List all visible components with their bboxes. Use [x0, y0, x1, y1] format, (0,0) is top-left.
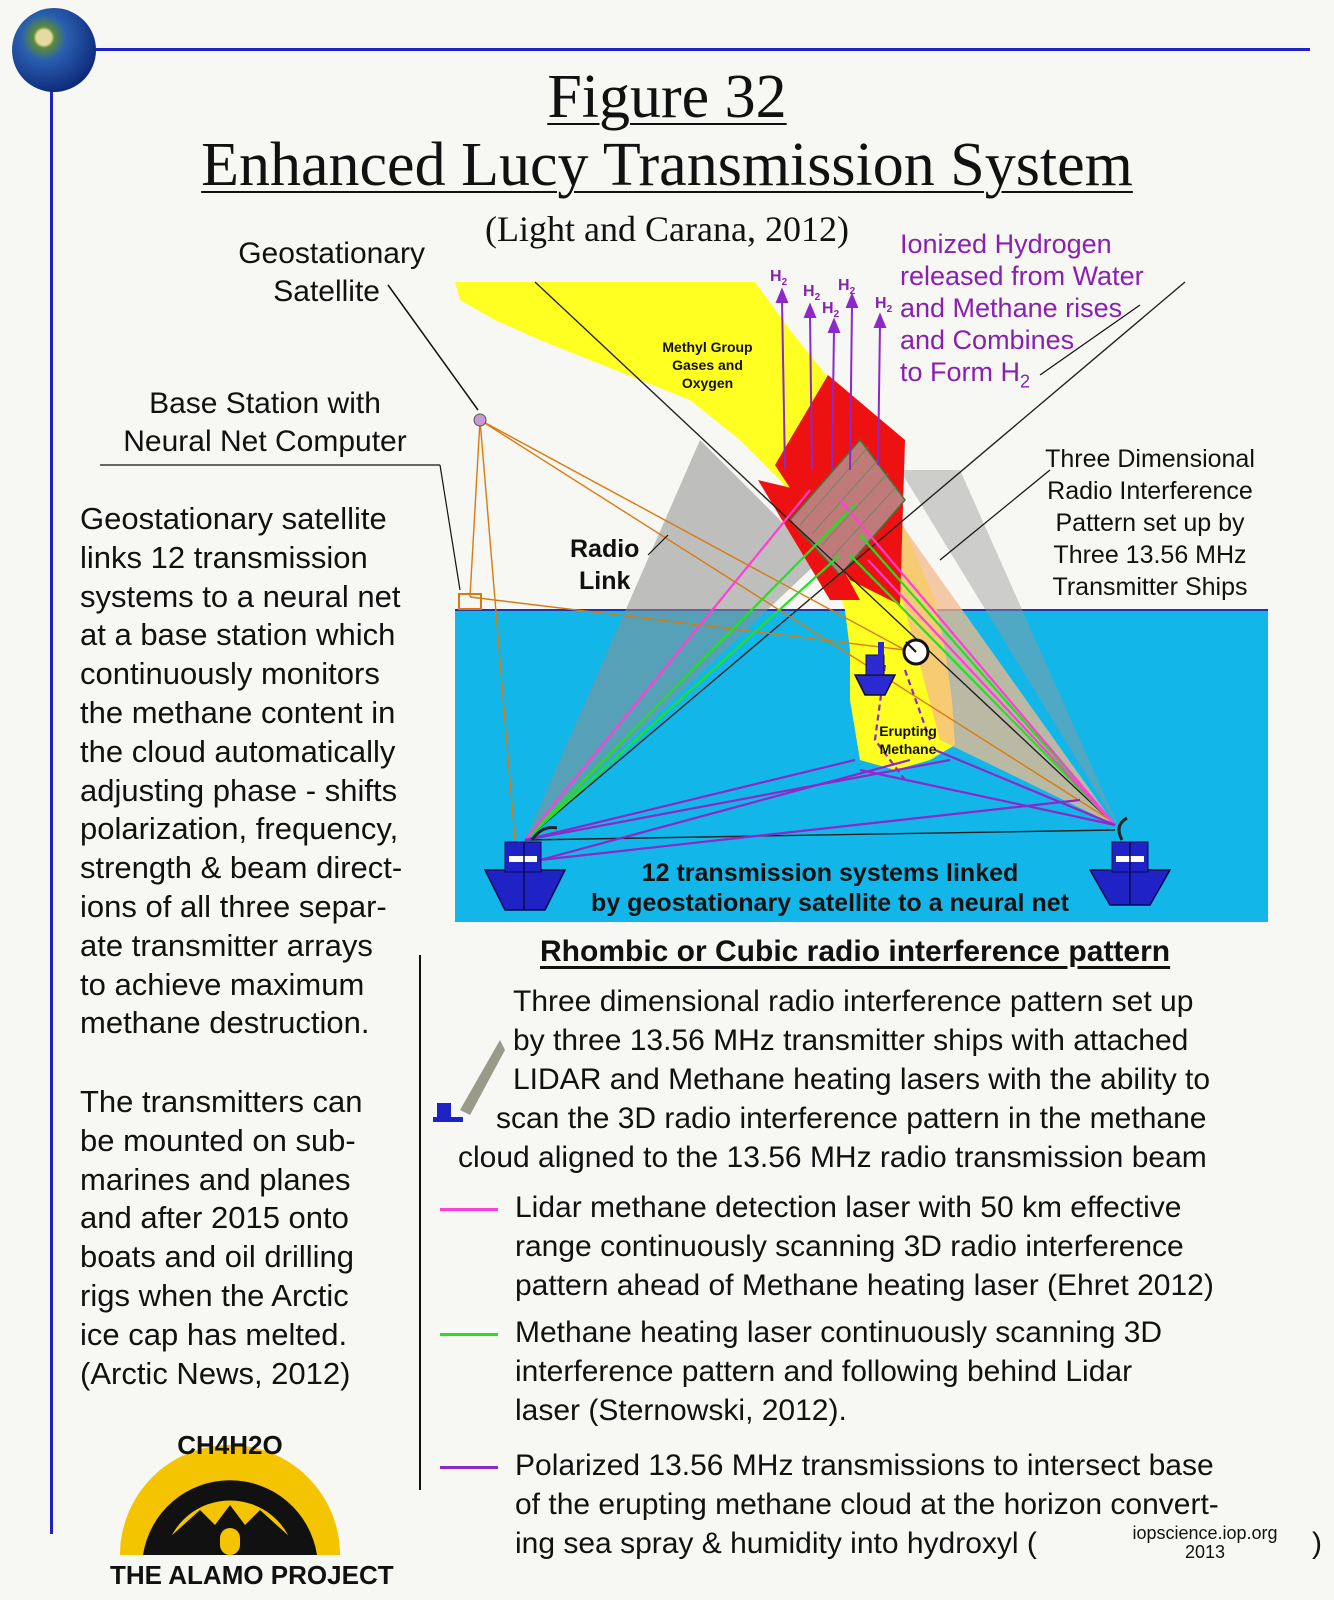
grey-beam-left [525, 440, 820, 840]
h2-label-1: H2 [770, 268, 788, 289]
alamo-project-logo: CH4H2O THE ALAMO PROJECT [110, 1410, 394, 1590]
satellite-icon [473, 413, 487, 427]
frame-top-line [80, 48, 1310, 51]
lidar-legend-text: Lidar methane detection laser with 50 km… [515, 1191, 1214, 1302]
h2-label-3: H2 [822, 300, 840, 321]
left-transmitter-ship-icon [483, 826, 567, 911]
figure-number: Figure 32 [547, 63, 787, 131]
frame-left-line [50, 84, 53, 1534]
logo-name: THE ALAMO PROJECT [110, 1560, 394, 1590]
lidar-legend-swatch [440, 1208, 498, 1211]
h2-label-2: H2 [803, 283, 821, 304]
transmission-legend-text: Polarized 13.56 MHz transmissions to int… [515, 1449, 1219, 1560]
h2-label-4: H2 [838, 277, 856, 298]
heating-laser-legend-swatch [440, 1333, 498, 1336]
h2-label-5: H2 [875, 295, 893, 316]
earth-globe-icon [12, 8, 96, 92]
peach-beam-right [870, 480, 1115, 825]
heating-laser-legend-text: Methane heating laser continuously scann… [515, 1316, 1163, 1427]
legend-heading: Rhombic or Cubic radio interference patt… [540, 935, 1171, 968]
figure-citation: (Light and Carana, 2012) [485, 209, 849, 249]
logo-formula: CH4H2O [177, 1430, 283, 1460]
legend-ship-lidar-icon [433, 1040, 505, 1122]
transmission-legend-swatch [440, 1466, 498, 1469]
center-ship-icon [853, 638, 930, 696]
right-transmitter-ship-icon [1088, 816, 1172, 906]
reference-close-paren: ) [1312, 1527, 1322, 1560]
legend-intro: Three dimensional radio interference pat… [458, 985, 1211, 1174]
figure-title: Enhanced Lucy Transmission System [201, 131, 1133, 199]
grey-beam-right [900, 470, 1120, 830]
base-station-icon [458, 593, 482, 610]
